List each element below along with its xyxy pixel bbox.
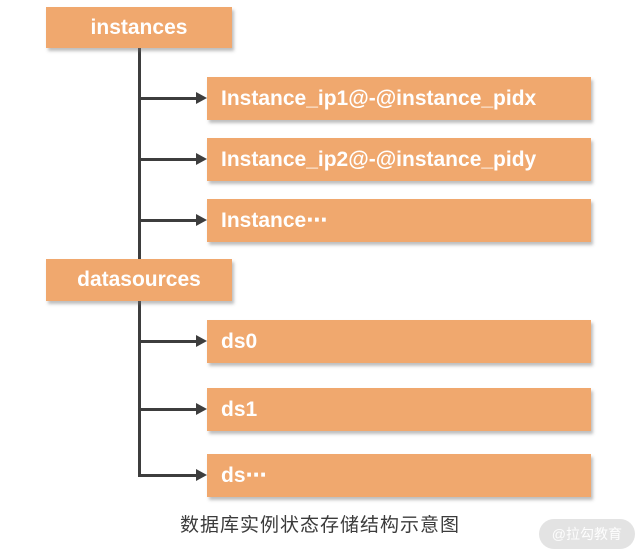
arrow-right-icon [196,92,207,104]
branch-line-instance-2 [138,158,197,161]
node-instance-ip1: Instance_ip1@-@instance_pidx [207,77,591,120]
branch-line-instance-3 [138,219,197,222]
node-ds0-label: ds0 [221,329,258,353]
node-datasources: datasources [46,259,232,301]
arrow-right-icon [196,403,207,415]
node-instance-ip1-label: Instance_ip1@-@instance_pidx [221,86,537,110]
branch-line-ds-3 [138,474,197,477]
arrow-right-icon [196,214,207,226]
node-instance-ellipsis-label: Instance⋯ [221,209,328,232]
node-ds-ellipsis: ds⋯ [207,454,591,497]
branch-line-instance-1 [138,97,197,100]
watermark-badge: @拉勾教育 [538,519,635,549]
node-ds0: ds0 [207,320,591,363]
arrow-right-icon [196,469,207,481]
diagram-caption: 数据库实例状态存储结构示意图 [179,515,460,536]
node-ds1-label: ds1 [221,397,258,421]
node-ds1: ds1 [207,388,591,431]
node-instances-label: instances [90,15,188,39]
arrow-right-icon [196,335,207,347]
node-ds-ellipsis-label: ds⋯ [221,464,267,487]
node-datasources-label: datasources [77,268,201,291]
node-instance-ip2: Instance_ip2@-@instance_pidy [207,138,591,181]
branch-line-ds-1 [138,340,197,343]
arrow-right-icon [196,153,207,165]
node-instance-ip2-label: Instance_ip2@-@instance_pidy [221,147,537,171]
node-instance-ellipsis: Instance⋯ [207,199,591,242]
node-instances: instances [46,7,232,48]
branch-line-ds-2 [138,408,197,411]
